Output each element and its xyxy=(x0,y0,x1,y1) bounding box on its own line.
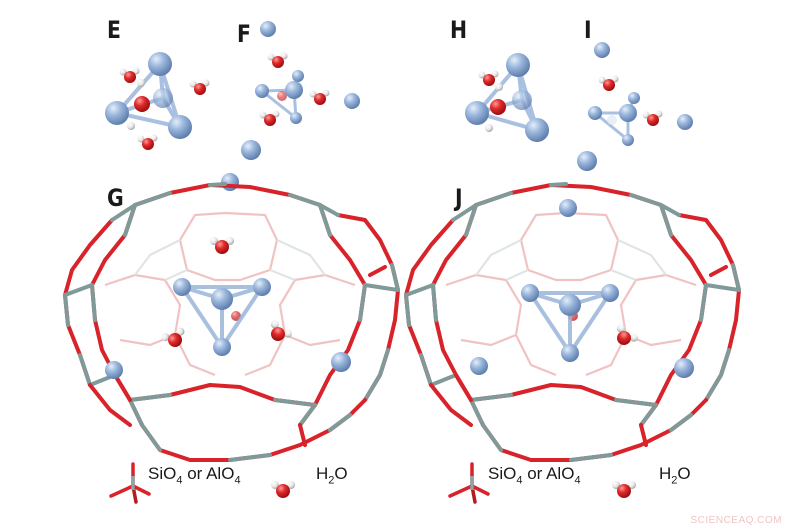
panel-label-e: E xyxy=(107,16,121,44)
panel-label-h: H xyxy=(450,16,468,44)
panel-e-cluster xyxy=(105,52,211,152)
water-molecule-icon xyxy=(269,479,297,500)
framework-tetrahedron-icon xyxy=(109,462,151,504)
panel-h-cluster xyxy=(465,53,549,142)
panel-label-g: G xyxy=(107,184,124,212)
legend-water-label-right: H2O xyxy=(659,464,691,487)
panel-g-cage xyxy=(63,173,400,462)
panel-j-cage xyxy=(404,182,741,462)
panel-label-j: J xyxy=(455,184,463,212)
watermark: SCIENCEAQ.COM xyxy=(690,515,782,526)
legend-framework-label-right: SiO4 or AlO4 xyxy=(488,464,581,487)
panel-label-i: I xyxy=(584,16,592,44)
water-molecule-icon-right xyxy=(610,479,638,500)
legend-framework-label: SiO4 or AlO4 xyxy=(148,464,241,487)
panel-i-cluster xyxy=(577,42,693,171)
panel-f-cluster xyxy=(241,21,360,160)
panel-label-f: F xyxy=(237,20,251,48)
framework-tetrahedron-icon-right xyxy=(448,462,490,504)
legend-water-label: H2O xyxy=(316,464,348,487)
